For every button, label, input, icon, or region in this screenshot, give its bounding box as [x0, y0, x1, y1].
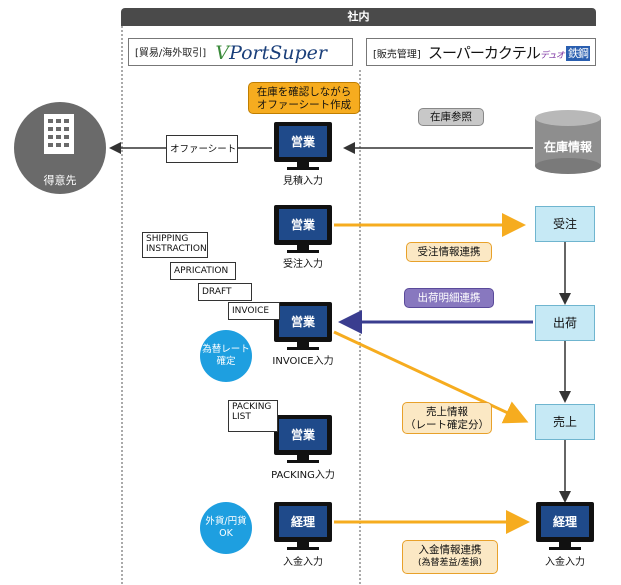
monitor-icon [274, 502, 332, 550]
monitor-screen-label: 営業 [290, 218, 315, 232]
monitor-caption: 入金入力 [545, 557, 585, 568]
monitor-caption: 見積入力 [283, 176, 323, 187]
invoice-document: INVOICE [228, 302, 280, 320]
customer-label: 得意先 [43, 174, 77, 187]
monitor-icon [274, 302, 332, 350]
callout-ship-detail-link: 出荷明細連携 [404, 288, 494, 308]
monitor-screen-label: 営業 [290, 315, 315, 329]
callout-inventory-ref: 在庫参照 [418, 108, 484, 126]
database-icon [535, 110, 601, 174]
monitor-caption: PACKING入力 [271, 470, 335, 481]
monitor-caption: 入金入力 [283, 557, 323, 568]
callout-payment-link: 入金情報連携(為替差益/差損) [402, 540, 498, 574]
vportsuper-logo: VPortSuper [215, 42, 328, 64]
monitor-icon [536, 502, 594, 550]
system-box-vportsuper: [貿易/海外取引] VPortSuper [128, 38, 353, 66]
flow-ship: 出荷 [535, 305, 595, 341]
callout-sales-info: 売上情報（レート確定分） [402, 402, 492, 434]
system-tag-trade: [貿易/海外取引] [135, 48, 207, 59]
monitor-caption: INVOICE入力 [272, 356, 334, 367]
monitor-screen-label: 営業 [290, 135, 315, 149]
monitor-caption: 受注入力 [283, 259, 323, 270]
flow-order: 受注 [535, 206, 595, 242]
supercocktail-logo: スーパーカクテルデュオ鉄鋼 [428, 44, 590, 62]
system-box-supercocktail: [販売管理] スーパーカクテルデュオ鉄鋼 [366, 38, 596, 66]
callout-inventory-check: 在庫を確認しながらオファーシート作成 [248, 82, 360, 114]
monitor-icon [274, 122, 332, 170]
monitor-icon [274, 205, 332, 253]
aprication-document: APRICATION [170, 262, 236, 280]
monitor-icon [274, 415, 332, 463]
monitor-screen-label: 経理 [552, 515, 577, 529]
database-label: 在庫情報 [543, 140, 592, 154]
monitor-screen-label: 営業 [290, 428, 315, 442]
header-bar: 社内 [121, 8, 596, 26]
packing-list-document: PACKING LIST [228, 400, 278, 432]
rate-confirmed-bubble: 為替レート確定 [200, 330, 252, 382]
header-title: 社内 [347, 10, 370, 23]
system-tag-sales: [販売管理] [373, 49, 421, 61]
monitor-screen-label: 経理 [290, 515, 315, 529]
callout-order-link: 受注情報連携 [406, 242, 492, 262]
offer-sheet-document: オファーシート [166, 135, 238, 163]
flow-sales: 売上 [535, 404, 595, 440]
customer-building-icon [14, 102, 106, 194]
shipping-instruction-document: SHIPPING INSTRACTION [142, 232, 208, 258]
draft-document: DRAFT [198, 283, 252, 301]
